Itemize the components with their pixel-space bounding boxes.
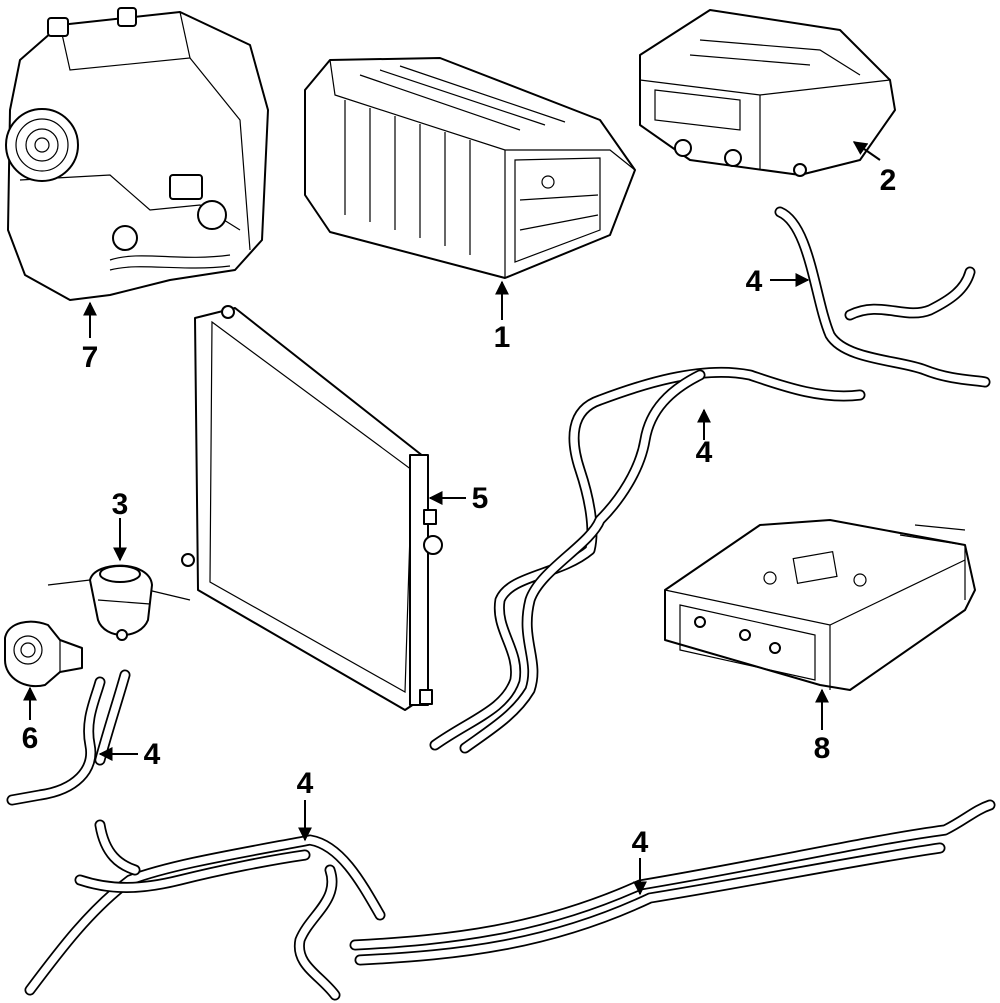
battery-pack-part-1 [304, 57, 636, 279]
callout-5: 5 [472, 482, 489, 515]
leader-arrows [23, 141, 881, 896]
callout-3: 3 [112, 488, 129, 521]
callout-1: 1 [494, 321, 511, 354]
coolant-hose-upper-right [774, 206, 991, 388]
callout-2: 2 [880, 164, 897, 197]
callout-7: 7 [82, 341, 99, 374]
callout-4-bottom-left: 4 [297, 767, 314, 800]
callout-4-lower-left: 4 [144, 738, 161, 771]
coolant-hose-center [429, 366, 866, 754]
coolant-reservoir-part-3 [47, 564, 191, 641]
callout-6: 6 [22, 722, 39, 755]
coolant-hose-bottom-long [293, 799, 996, 1001]
callout-8: 8 [814, 732, 831, 765]
electric-motor-part-7 [5, 7, 269, 301]
callout-4-center: 4 [696, 436, 713, 469]
coolant-pump-part-6 [4, 620, 83, 688]
radiator-part-5 [181, 305, 443, 711]
charger-module-part-2 [639, 9, 896, 177]
inverter-module-part-8 [664, 519, 976, 691]
coolant-hose-bottom-left [24, 819, 386, 996]
callout-4-bottom-right: 4 [632, 826, 649, 859]
callout-4-upper-right: 4 [746, 265, 763, 298]
